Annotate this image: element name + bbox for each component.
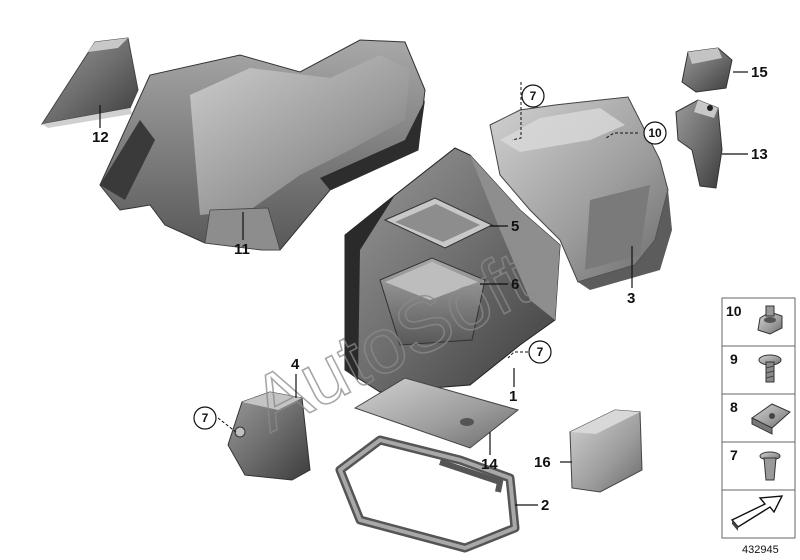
- screw-icon: [758, 354, 782, 383]
- legend-label-8: 8: [730, 399, 738, 415]
- callout-7-mid: 7: [528, 340, 552, 364]
- svg-text:7: 7: [530, 89, 537, 103]
- part-2-frame: [335, 435, 520, 553]
- rivet-icon: [759, 451, 781, 481]
- diagram-id: 432945: [742, 544, 779, 556]
- part-16-cover: [569, 409, 643, 493]
- leader-lines: [99, 71, 748, 506]
- callout-7-top: 7: [521, 84, 545, 108]
- part-12-wedge-pad: [40, 37, 139, 128]
- label-part-14: 14: [481, 456, 498, 473]
- legend-label-9: 9: [730, 351, 738, 367]
- part-11-trim-panel: [99, 39, 426, 251]
- part-15-clip: [681, 47, 733, 93]
- svg-text:7: 7: [202, 411, 209, 425]
- hardware-legend: 10 9 8 7: [721, 297, 796, 539]
- direction-arrow-icon: [730, 495, 784, 531]
- legend-label-10: 10: [726, 303, 742, 319]
- part-5-tray: [383, 197, 494, 249]
- label-part-11: 11: [234, 241, 250, 258]
- label-part-15: 15: [751, 64, 768, 81]
- label-part-16: 16: [534, 454, 551, 471]
- part-3-trim-panel: [489, 96, 672, 290]
- label-part-2: 2: [541, 497, 549, 514]
- part-labels: 12 11 3 15 13 5 6 1 14 2 4 16: [92, 64, 768, 514]
- legend-label-7: 7: [730, 447, 738, 463]
- nut-icon: [757, 305, 783, 335]
- part-13-bracket: [675, 99, 723, 189]
- label-part-4: 4: [291, 356, 300, 373]
- label-part-5: 5: [511, 218, 519, 235]
- callout-10: 10: [643, 121, 667, 145]
- part-6-inner-box: [379, 257, 486, 346]
- label-part-1: 1: [509, 388, 517, 405]
- callout-7-left: 7: [193, 406, 217, 430]
- part-4-bracket: [227, 391, 311, 481]
- label-part-12: 12: [92, 129, 109, 146]
- label-part-13: 13: [751, 146, 768, 163]
- part-14-floor-plate: [353, 377, 520, 449]
- svg-text:7: 7: [537, 345, 544, 359]
- clip-nut-icon: [751, 403, 791, 435]
- label-part-6: 6: [511, 276, 519, 293]
- label-part-3: 3: [627, 290, 635, 307]
- svg-text:10: 10: [648, 126, 662, 140]
